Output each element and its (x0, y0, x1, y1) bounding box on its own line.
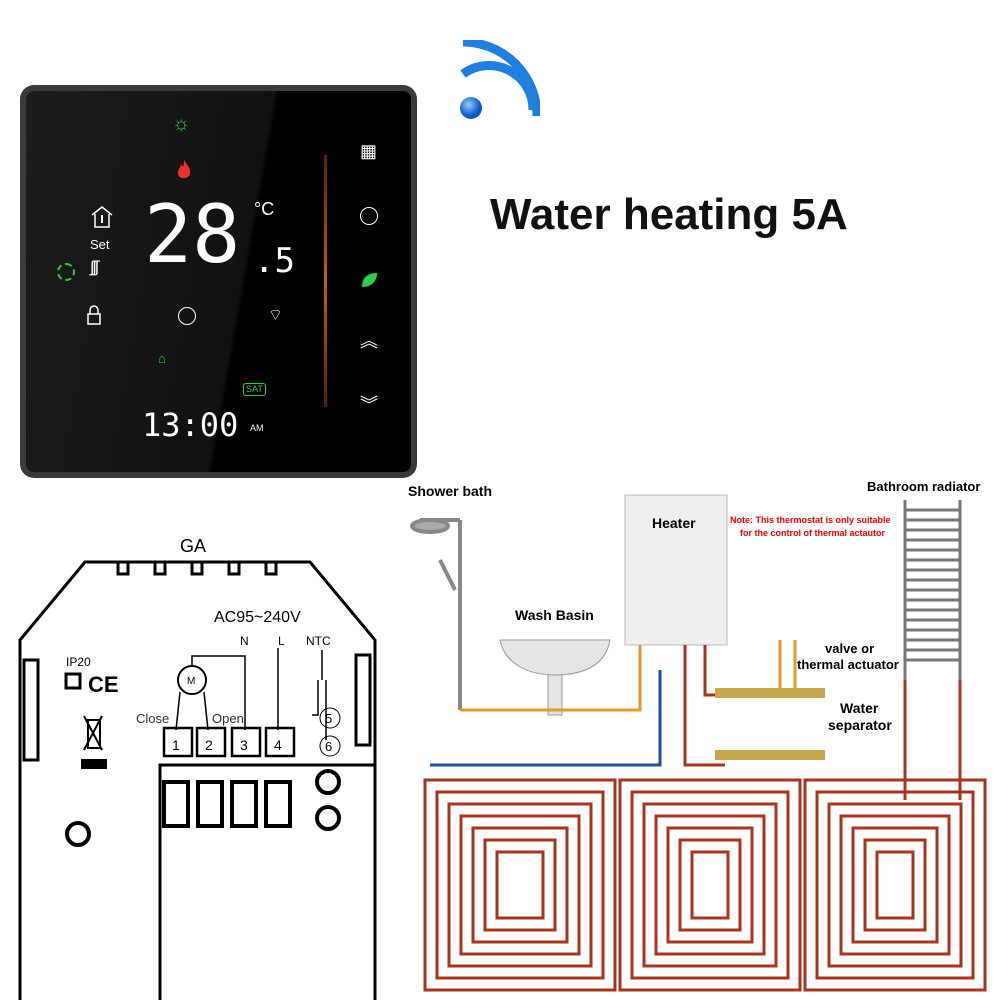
open-label: Open (212, 711, 244, 726)
heating-loop-1 (423, 778, 617, 992)
radiator-label: Bathroom radiator (867, 479, 980, 494)
valve-label-1: valve or (825, 641, 874, 656)
voltage-label: AC95~240V (214, 609, 301, 626)
chevron-up-icon[interactable]: ︽ (360, 331, 378, 351)
time-display: 13:00 (142, 406, 239, 444)
note-line-1: Note: This thermostat is only suitable (730, 515, 891, 525)
water-separator-lower (715, 750, 825, 760)
water-separator-upper (715, 688, 825, 698)
weee-bin-icon (81, 715, 107, 769)
heating-loop-1 (459, 814, 581, 956)
separator-label-1: Water (840, 700, 879, 716)
heating-loop-3 (815, 790, 975, 980)
heating-loop-1 (447, 802, 593, 968)
set-label: Set (90, 237, 110, 252)
shower-label: Shower bath (408, 483, 492, 499)
temperature-display: 28 (144, 188, 241, 281)
heating-loop-1 (435, 790, 605, 980)
wash-basin-icon (499, 639, 611, 716)
away-mode-icon: ⌂ (158, 351, 166, 366)
heating-icon: ∫∫∫ (90, 259, 99, 276)
heating-loop-1 (483, 838, 557, 932)
house-thermometer-icon (91, 206, 113, 228)
separator-label-2: separator (828, 717, 892, 733)
heating-loop-1 (495, 850, 545, 920)
sun-icon: ☼ (172, 113, 191, 135)
heating-loop-2 (630, 790, 790, 980)
brightness-bar (324, 155, 327, 407)
note-line-2: for the control of thermal actautor (740, 528, 886, 538)
thermostat-panel: ☼ Set ∫∫∫ 28 .5 °C ⌔ ⌂ SAT 13:00 AM ▦ ︽ … (20, 85, 417, 478)
schedule-clock-icon[interactable] (360, 207, 378, 225)
underfloor-heating-loops (423, 778, 987, 992)
ampm-label: AM (250, 423, 264, 433)
model-label: GA (180, 536, 206, 556)
headline: Water heating 5A (490, 190, 848, 239)
terminal-4: 4 (274, 737, 282, 753)
temperature-decimal: .5 (254, 241, 295, 281)
heating-loop-3 (839, 814, 951, 956)
lock-icon (87, 305, 101, 325)
heating-loop-3 (875, 850, 915, 920)
heater-label: Heater (652, 515, 696, 531)
ce-mark: CE (88, 672, 119, 697)
terminal-6: 6 (325, 739, 332, 754)
heating-loop-2 (654, 814, 766, 956)
wiring-diagram: GA IP20 CE AC95~240V N L NTC M Close Ope… (18, 536, 377, 1000)
eco-mode-icon (57, 263, 75, 281)
basin-label: Wash Basin (515, 607, 594, 623)
terminal-5: 5 (325, 711, 332, 726)
heating-loop-3 (803, 778, 987, 992)
heating-loop-3 (863, 838, 927, 932)
terminal-3: 3 (240, 737, 248, 753)
neutral-label: N (240, 634, 249, 648)
motor-label: M (187, 676, 195, 687)
heating-loop-3 (851, 826, 939, 944)
chevron-down-icon[interactable]: ︾ (360, 395, 378, 415)
flame-icon (177, 160, 191, 179)
heating-loop-2 (642, 802, 778, 968)
heater-icon (624, 494, 728, 646)
bathroom-radiator-icon (903, 500, 962, 680)
plumbing-diagram: Shower bath Wash Basin Heater Note: This… (408, 479, 987, 992)
ip-rating: IP20 (66, 655, 91, 669)
close-label: Close (136, 711, 169, 726)
wifi-logo-icon (460, 40, 540, 119)
ntc-label: NTC (306, 634, 331, 648)
clock-icon (178, 307, 196, 325)
terminal-2: 2 (205, 737, 213, 753)
wifi-icon: ⌔ (268, 307, 284, 324)
heating-loop-3 (827, 802, 963, 968)
heating-loop-2 (690, 850, 730, 920)
heating-loop-1 (471, 826, 569, 944)
leaf-icon[interactable] (360, 271, 378, 289)
shower-icon (410, 518, 462, 710)
menu-grid-icon[interactable]: ▦ (360, 141, 378, 161)
live-label: L (278, 634, 285, 648)
day-badge: SAT (243, 383, 266, 396)
unit-label: °C (254, 199, 275, 219)
terminal-1: 1 (172, 737, 180, 753)
valve-label-2: thermal actuator (797, 657, 899, 672)
heating-loop-2 (666, 826, 754, 944)
heating-loop-2 (618, 778, 802, 992)
heating-loop-2 (678, 838, 742, 932)
